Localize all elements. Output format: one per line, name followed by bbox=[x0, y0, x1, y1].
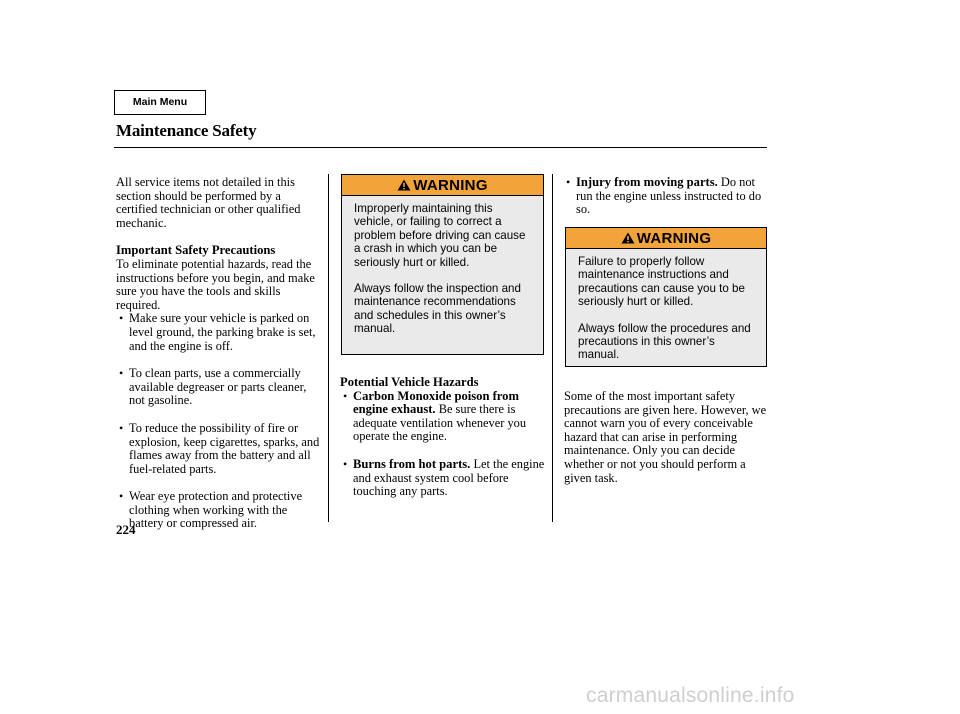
intro-paragraph: All service items not detailed in this s… bbox=[116, 175, 301, 230]
list-item: • To reduce the possibility of fire or e… bbox=[119, 420, 324, 476]
warning-header: WARNING bbox=[566, 228, 766, 249]
column-divider-left bbox=[328, 174, 329, 522]
precautions-paragraph: Some of the most important safety precau… bbox=[564, 389, 767, 485]
left-column: All service items not detailed in this s… bbox=[116, 175, 324, 531]
hazard-title: Injury from moving parts. bbox=[576, 175, 718, 189]
bullet-icon: • bbox=[343, 456, 348, 471]
list-item: • Burns from hot parts. Let the engine a… bbox=[343, 456, 548, 499]
hazard-title: Burns from hot parts. bbox=[353, 456, 471, 471]
list-item: • Wear eye protection and protective clo… bbox=[119, 489, 324, 531]
bullet-icon: • bbox=[119, 420, 124, 435]
bullet-icon: • bbox=[119, 366, 124, 381]
list-item-text: To clean parts, use a commercially avail… bbox=[129, 366, 307, 408]
warning-label: WARNING bbox=[636, 229, 712, 247]
section-heading-safety-precautions: Important Safety Precautions bbox=[116, 243, 276, 258]
list-item-text: Wear eye protection and protective cloth… bbox=[129, 489, 303, 531]
page-number: 224 bbox=[116, 522, 136, 537]
warning-paragraph: Always follow the procedures and precaut… bbox=[578, 321, 751, 362]
right-column-item: • Injury from moving parts. Do not run t… bbox=[566, 175, 768, 217]
hazard-text: Let the engine and exhaust system cool b… bbox=[353, 456, 545, 499]
warning-triangle-icon bbox=[621, 232, 635, 244]
middle-column-text: Potential Vehicle Hazards • Carbon Monox… bbox=[340, 375, 548, 499]
page-title: Maintenance Safety bbox=[116, 121, 257, 140]
warning-paragraph: Failure to properly follow maintenance i… bbox=[578, 255, 745, 309]
warning-box: WARNING Improperly maintaining this vehi… bbox=[341, 174, 544, 355]
bullet-icon: • bbox=[343, 388, 348, 403]
list-item-text: To reduce the possibility of fire or exp… bbox=[129, 420, 320, 476]
hazard-text: Be sure there is adequate ventilation wh… bbox=[353, 402, 527, 444]
list-item: • Carbon Monoxide poison from engine exh… bbox=[343, 388, 548, 444]
list-item: • Make sure your vehicle is parked on le… bbox=[119, 311, 324, 353]
bullet-icon: • bbox=[119, 489, 124, 504]
bullet-icon: • bbox=[566, 175, 571, 189]
bullet-icon: • bbox=[119, 311, 124, 326]
warning-box: WARNING Failure to properly follow maint… bbox=[565, 227, 767, 367]
list-item: • To clean parts, use a commercially ava… bbox=[119, 366, 324, 408]
right-column-paragraph: Some of the most important safety precau… bbox=[564, 389, 770, 485]
warning-header: WARNING bbox=[342, 175, 543, 196]
safety-paragraph: To eliminate potential hazards, read the… bbox=[116, 256, 315, 312]
warning-paragraph: Improperly maintaining this vehicle, or … bbox=[354, 202, 526, 269]
warning-label: WARNING bbox=[413, 176, 488, 194]
section-heading-vehicle-hazards: Potential Vehicle Hazards bbox=[340, 375, 479, 389]
warning-text: Improperly maintaining this vehicle, or … bbox=[342, 196, 543, 336]
title-divider bbox=[114, 147, 767, 148]
warning-triangle-icon bbox=[397, 179, 411, 191]
main-menu-button[interactable]: Main Menu bbox=[114, 90, 206, 115]
warning-text: Failure to properly follow maintenance i… bbox=[566, 249, 766, 362]
column-divider-right bbox=[552, 174, 553, 522]
hazard-title: Carbon Monoxide poison from engine exhau… bbox=[353, 388, 519, 417]
hazard-text: Do not run the engine unless instructed … bbox=[576, 175, 762, 217]
list-item: • Injury from moving parts. Do not run t… bbox=[566, 175, 768, 217]
warning-paragraph: Always follow the inspection and mainten… bbox=[354, 282, 521, 336]
watermark: carmanualsonline.info bbox=[586, 684, 795, 707]
list-item-text: Make sure your vehicle is parked on leve… bbox=[129, 311, 316, 353]
